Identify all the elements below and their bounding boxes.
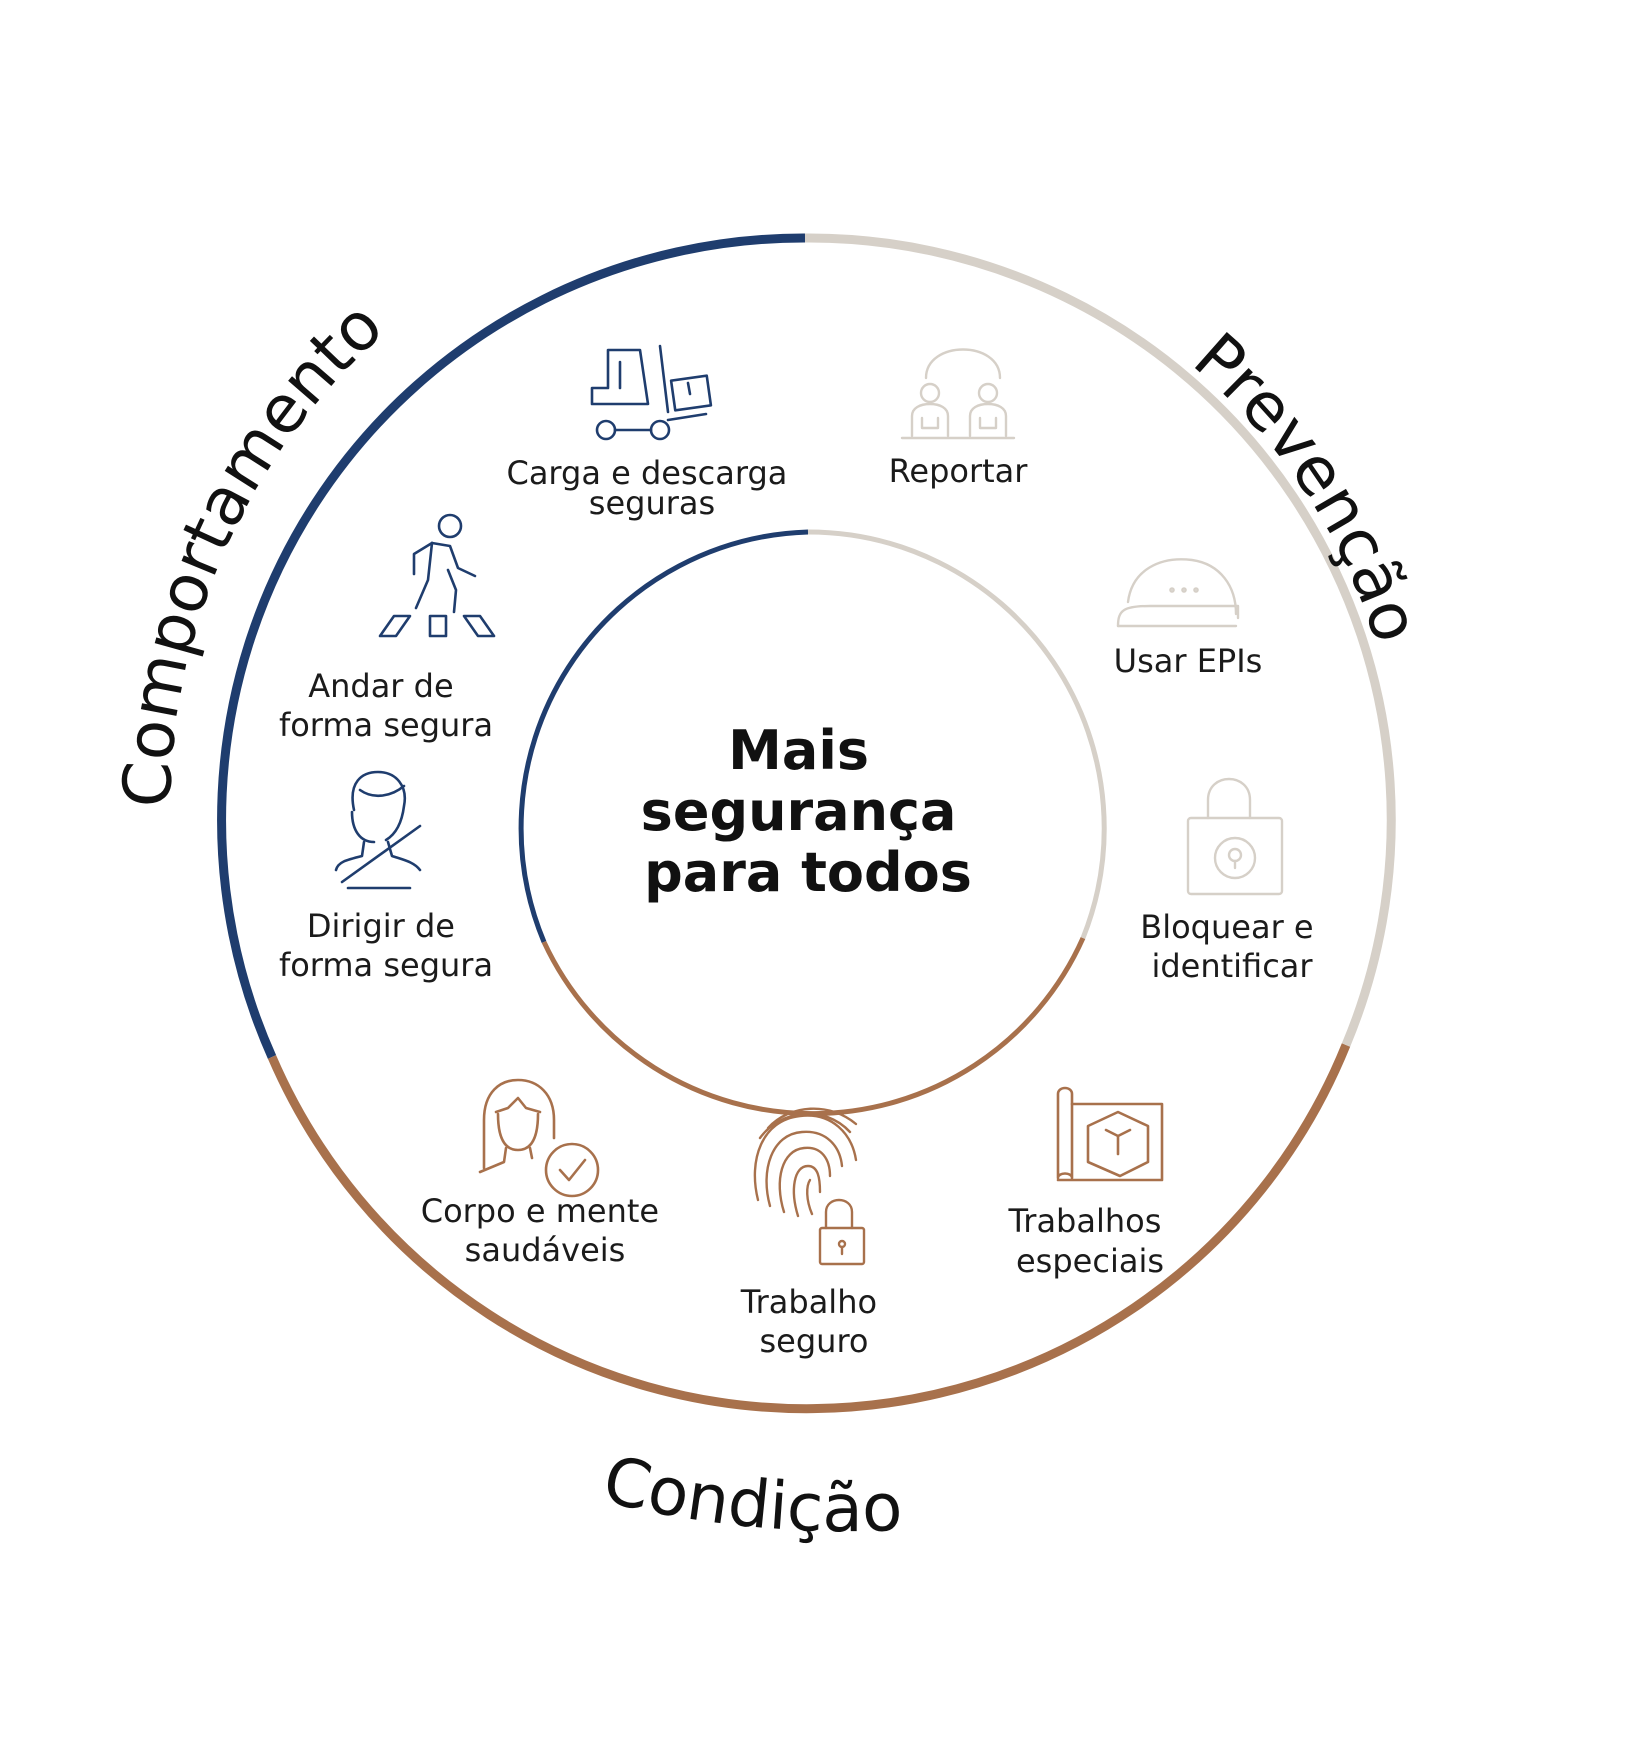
item-dirigir-label: Dirigir de forma segura	[279, 907, 493, 984]
forklift-icon	[590, 344, 713, 441]
item-carga-label: Carga e descarga seguras	[506, 454, 797, 522]
padlock-icon	[1186, 777, 1284, 896]
item-corpo-label: Corpo e mente saudáveis	[421, 1192, 670, 1269]
person-check-icon	[478, 1078, 600, 1198]
hard-hat-icon	[1116, 558, 1240, 628]
outer-ring-prevencao-arc	[804, 233, 1396, 1047]
item-especiais-label: Trabalhos especiais	[1007, 1202, 1171, 1280]
outer-ring-condicao-arc	[267, 1043, 1351, 1414]
category-condicao: Condição	[596, 1441, 903, 1547]
item-trabalho-label: Trabalho seguro	[740, 1283, 887, 1360]
blueprint-box-icon	[1056, 1086, 1164, 1182]
category-prevencao: Prevenção	[1180, 318, 1435, 651]
inner-ring-navy-arc	[518, 529, 809, 943]
outer-ring	[217, 233, 1396, 1414]
item-reportar-label: Reportar	[889, 452, 1029, 490]
item-bloquear-label: Bloquear e identificar	[1140, 908, 1324, 985]
outer-ring-comportamento-arc	[217, 233, 806, 1059]
inner-ring-gray-arc	[807, 529, 1107, 939]
people-report-icon	[900, 348, 1016, 440]
pedestrian-crossing-icon	[378, 513, 496, 638]
driver-seatbelt-icon	[334, 770, 422, 890]
item-epis-label: Usar EPIs	[1114, 642, 1263, 680]
center-title: Mais segurança para todos	[641, 719, 976, 904]
item-andar-label: Andar de forma segura	[279, 667, 493, 744]
fingerprint-lock-icon	[753, 1107, 866, 1266]
inner-ring-brown-arc	[541, 936, 1086, 1117]
